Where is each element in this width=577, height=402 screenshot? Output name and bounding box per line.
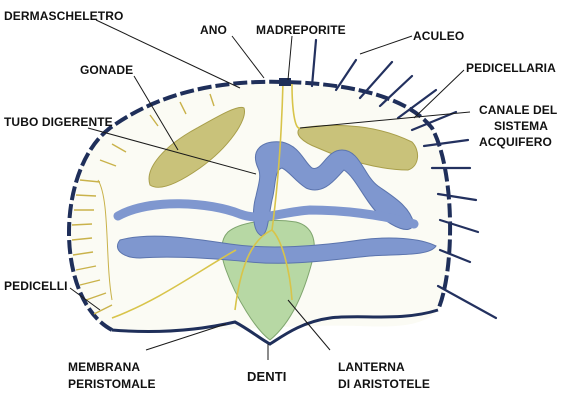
label-aculeo: ACULEO <box>413 29 464 43</box>
intestine-upper <box>113 199 419 229</box>
label-madreporite: MADREPORITE <box>256 23 346 37</box>
tube-feet <box>71 93 215 315</box>
label-gonade: GONADE <box>80 63 133 77</box>
peristomal-membrane <box>111 308 439 346</box>
gonad-right <box>297 124 418 171</box>
label-canale-line3: ACQUIFERO <box>479 135 552 149</box>
label-pedicelli: PEDICELLI <box>4 279 68 293</box>
label-ano: ANO <box>200 23 227 37</box>
leader-lines <box>69 19 471 360</box>
label-canale-line1: CANALE DEL <box>479 103 557 117</box>
label-denti: DENTI <box>247 369 287 384</box>
label-lanterna-line2: DI ARISTOTELE <box>338 377 430 391</box>
label-pedicellaria: PEDICELLARIA <box>466 61 556 75</box>
label-membrana-line2: PERISTOMALE <box>68 377 156 391</box>
label-lanterna-line1: LANTERNA <box>338 360 405 374</box>
test-shell <box>67 79 453 332</box>
water-vascular-canal <box>111 81 301 319</box>
label-membrana-line1: MEMBRANA <box>68 360 140 374</box>
label-canale-line2: SISTEMA <box>494 119 548 133</box>
spines <box>310 38 498 320</box>
label-tubo-digerente: TUBO DIGERENTE <box>4 115 113 129</box>
intestine-loop <box>117 235 437 264</box>
label-dermascheletro: DERMASCHELETRO <box>4 9 123 23</box>
madreporite <box>279 78 291 86</box>
